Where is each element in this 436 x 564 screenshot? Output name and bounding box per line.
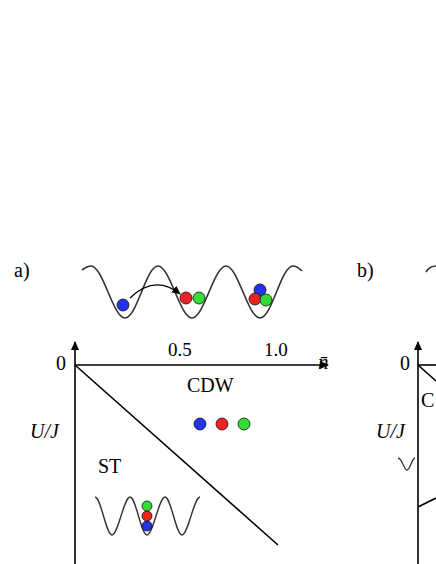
phase-label: CDW [187, 374, 234, 397]
atom-green [260, 294, 272, 306]
atom-green [238, 418, 250, 430]
phase-boundary [418, 365, 436, 381]
panel-label: b) [357, 259, 374, 282]
axis-tick: 0.5 [168, 339, 192, 361]
atom-red [216, 418, 228, 430]
atom-blue [117, 299, 129, 311]
hopping-arrow [130, 285, 180, 298]
axis-tick: 0 [400, 352, 410, 375]
y-axis [74, 342, 76, 564]
phase-boundary [418, 498, 436, 507]
small-potential [95, 497, 200, 535]
atom-red [249, 293, 261, 305]
atom-red [142, 511, 152, 521]
x-axis [418, 364, 436, 366]
axis-label: U/J [376, 420, 405, 443]
lattice-potential [82, 266, 302, 318]
phase-boundary [75, 365, 278, 545]
phase-label: ST [98, 455, 121, 478]
axis-label: U/J [30, 420, 59, 443]
axis-tick: 1.0 [264, 339, 288, 361]
x-axis [75, 364, 328, 366]
atom-green [142, 501, 152, 511]
axis-tick: 0 [56, 352, 66, 375]
y-axis [417, 342, 419, 564]
small-potential [398, 458, 415, 470]
panel-label: a) [14, 259, 30, 282]
atom-red [180, 292, 192, 304]
axis-label: n̄ [318, 350, 329, 374]
atom-green [193, 292, 205, 304]
atom-blue [194, 418, 206, 430]
atom-blue [142, 521, 152, 531]
phase-label: C [421, 389, 434, 412]
lattice-potential [426, 266, 436, 272]
